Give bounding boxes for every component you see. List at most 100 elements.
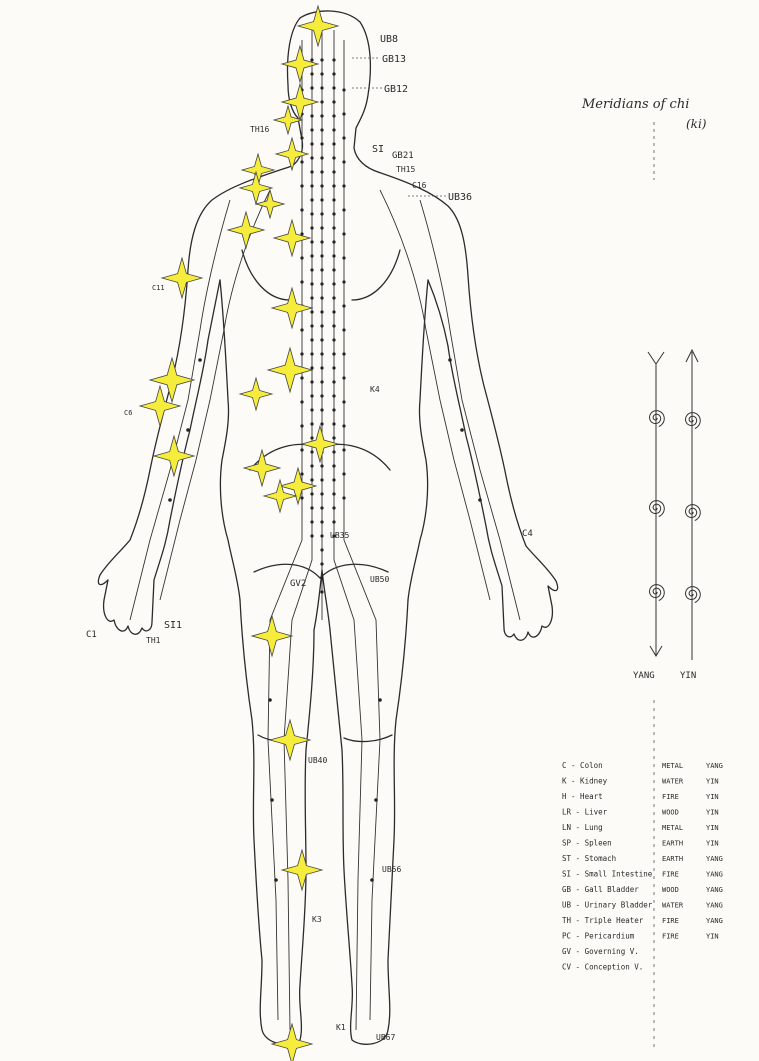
acupoint-dot xyxy=(310,240,313,243)
label-ub67: UB67 xyxy=(376,1033,395,1042)
acupoint-dot xyxy=(310,520,313,523)
point-label-group: UB8 GB13 GB12 TH16 SI GB21 TH15 C16 UB36… xyxy=(86,34,533,1042)
label-gb13: GB13 xyxy=(382,54,406,65)
legend-element: FIRE xyxy=(662,871,679,879)
star-markers xyxy=(140,6,338,1061)
label-c6: C6 xyxy=(124,409,132,417)
acupoint-dot xyxy=(342,112,345,115)
label-si1: SI1 xyxy=(164,620,182,631)
acupoint-dot xyxy=(320,282,323,285)
acupoint-dot xyxy=(332,380,335,383)
acupoint-dot xyxy=(342,448,345,451)
label-ub56: UB56 xyxy=(382,865,401,874)
acupoint-dot xyxy=(320,534,323,537)
chart-title: Meridians of chi (ki) xyxy=(581,97,707,180)
acupoint-dot xyxy=(332,478,335,481)
legend-element: WATER xyxy=(662,778,684,786)
acupoint-dot xyxy=(332,310,335,313)
acupoint-dot xyxy=(320,86,323,89)
four-point-star-icon xyxy=(268,348,312,392)
legend-element: FIRE xyxy=(662,793,679,801)
acupoint-dot xyxy=(320,72,323,75)
acupoint-dot xyxy=(320,296,323,299)
four-point-star-icon xyxy=(298,6,338,46)
legend-meridian-name: GB - Gall Bladder xyxy=(562,885,639,894)
four-point-star-icon xyxy=(274,220,310,256)
acupoint-dot xyxy=(320,310,323,313)
acupoint-dot xyxy=(342,208,345,211)
acupoint-dot xyxy=(332,352,335,355)
acupoint-dot xyxy=(320,562,323,565)
acupoint-dot xyxy=(320,520,323,523)
label-th16: TH16 xyxy=(250,125,269,134)
acupoint-dot xyxy=(320,464,323,467)
acupoint-dot xyxy=(332,338,335,341)
acupoint-dot xyxy=(320,254,323,257)
acupoint-dot xyxy=(332,506,335,509)
acupoint-dot xyxy=(300,256,303,259)
label-gb21: GB21 xyxy=(392,151,414,161)
legend-polarity: YIN xyxy=(706,824,719,832)
acupoint-dot xyxy=(332,170,335,173)
spiral-icon xyxy=(650,501,665,517)
acupoint-dot xyxy=(310,464,313,467)
acupoint-dot xyxy=(300,352,303,355)
four-point-star-icon xyxy=(252,616,292,656)
acupoint-dot xyxy=(310,128,313,131)
four-point-star-icon xyxy=(150,358,194,402)
four-point-star-icon xyxy=(272,288,312,328)
four-point-star-icon xyxy=(302,426,338,462)
acupoint-dot xyxy=(332,408,335,411)
acupoint-dot xyxy=(332,212,335,215)
label-ub35: UB35 xyxy=(330,531,349,540)
acupoint-dot xyxy=(320,408,323,411)
legend-meridian-name: C - Colon xyxy=(562,761,603,770)
acupoint-dot xyxy=(342,160,345,163)
legend-meridian-name: TH - Triple Heater xyxy=(562,916,644,925)
acupoint-dot xyxy=(310,142,313,145)
label-ub36: UB36 xyxy=(448,192,472,203)
acupoint-dot xyxy=(198,358,202,362)
label-gv2: GV2 xyxy=(290,579,306,589)
acupoint-dot xyxy=(320,58,323,61)
acupoint-dot xyxy=(320,590,323,593)
acupoint-dot xyxy=(310,212,313,215)
acupoint-dot xyxy=(300,448,303,451)
acupoint-dot xyxy=(320,268,323,271)
acupoint-dot xyxy=(332,184,335,187)
acupoint-dot xyxy=(300,280,303,283)
label-k4: K4 xyxy=(370,385,380,394)
acupoint-dot xyxy=(320,128,323,131)
acupoint-dot xyxy=(342,136,345,139)
acupoint-dot xyxy=(300,496,303,499)
legend-polarity: YIN xyxy=(706,840,719,848)
acupoint-dot xyxy=(332,520,335,523)
four-point-star-icon xyxy=(244,450,280,486)
flow-label-yang: YANG xyxy=(633,671,655,681)
acupoint-dot xyxy=(320,380,323,383)
acupoint-dot xyxy=(342,232,345,235)
acupoint-dot xyxy=(300,376,303,379)
acupoint-dot xyxy=(320,114,323,117)
legend-element: EARTH xyxy=(662,855,683,863)
acupoint-dot xyxy=(310,226,313,229)
acupoint-dot xyxy=(186,428,190,432)
acupoint-dot xyxy=(300,136,303,139)
four-point-star-icon xyxy=(276,138,308,170)
acupoint-dot xyxy=(310,352,313,355)
acupoint-dot xyxy=(332,100,335,103)
label-c16: C16 xyxy=(412,181,427,190)
label-c1: C1 xyxy=(86,630,97,640)
acupoint-dot xyxy=(310,114,313,117)
legend-element: WOOD xyxy=(662,809,679,817)
acupoint-dot xyxy=(332,324,335,327)
legend-polarity: YANG xyxy=(706,762,723,770)
acupoint-dot xyxy=(300,328,303,331)
acupoint-dot xyxy=(310,310,313,313)
acupoint-dot xyxy=(310,436,313,439)
acupoint-dot xyxy=(310,254,313,257)
label-ub40: UB40 xyxy=(308,756,327,765)
acupoint-dot xyxy=(310,366,313,369)
